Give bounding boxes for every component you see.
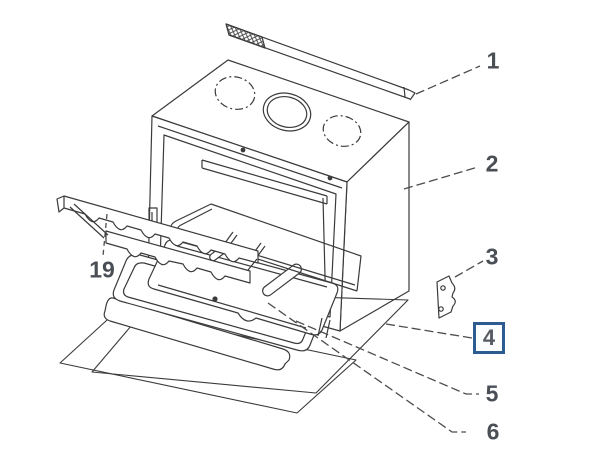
part-label-6[interactable]: 6 [486, 418, 500, 445]
trim-rail-part-drawing [225, 23, 416, 101]
part-label-5[interactable]: 5 [485, 380, 499, 407]
part-label-4-highlighted[interactable]: 4 [473, 322, 505, 354]
bracket-drawing [436, 275, 456, 319]
part-label-19[interactable]: 19 [89, 256, 115, 283]
leader-lines [102, 65, 484, 433]
part-label-2[interactable]: 2 [485, 150, 499, 177]
part-label-3[interactable]: 3 [485, 243, 499, 270]
part-label-1[interactable]: 1 [486, 47, 500, 74]
burner-bar-drawing [56, 195, 259, 284]
